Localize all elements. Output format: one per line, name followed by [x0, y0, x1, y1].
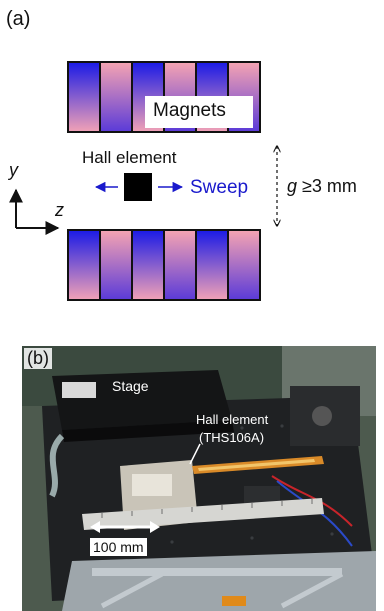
sweep-label: Sweep [190, 177, 249, 198]
stage-label: Stage [112, 378, 149, 394]
magnet-block [68, 62, 100, 132]
magnet-block [100, 62, 132, 132]
panel-a-diagram [9, 61, 384, 301]
panel-b-label: (b) [24, 348, 52, 369]
coordinate-axes [9, 188, 60, 235]
top-magnet-array [67, 61, 261, 133]
magnet-block [164, 230, 196, 300]
magnet-block [132, 230, 164, 300]
bottom-magnet-array [67, 229, 261, 301]
z-axis-label: z [55, 200, 64, 220]
magnets-label: Magnets [153, 100, 226, 121]
hall-element-label: Hall element [82, 148, 177, 167]
magnet-block [68, 230, 100, 300]
hall-model-label: (THS106A) [199, 430, 265, 445]
gap-value: ≥3 mm [297, 176, 357, 196]
gap-symbol: g [287, 176, 298, 196]
magnet-block [228, 230, 260, 300]
scale-bar-label: 100 mm [90, 538, 147, 556]
panel-a-label: (a) [6, 8, 31, 30]
y-axis-label: y [9, 160, 18, 180]
magnets-label-box [145, 96, 253, 128]
scale-bar-arrow [90, 521, 160, 533]
hall-element-square [124, 173, 152, 201]
magnet-block [100, 230, 132, 300]
gap-label: g ≥3 mm [287, 176, 357, 197]
panel-b-photo [22, 346, 376, 611]
magnet-block [196, 230, 228, 300]
photo-hall-element-label: Hall element [196, 412, 269, 427]
